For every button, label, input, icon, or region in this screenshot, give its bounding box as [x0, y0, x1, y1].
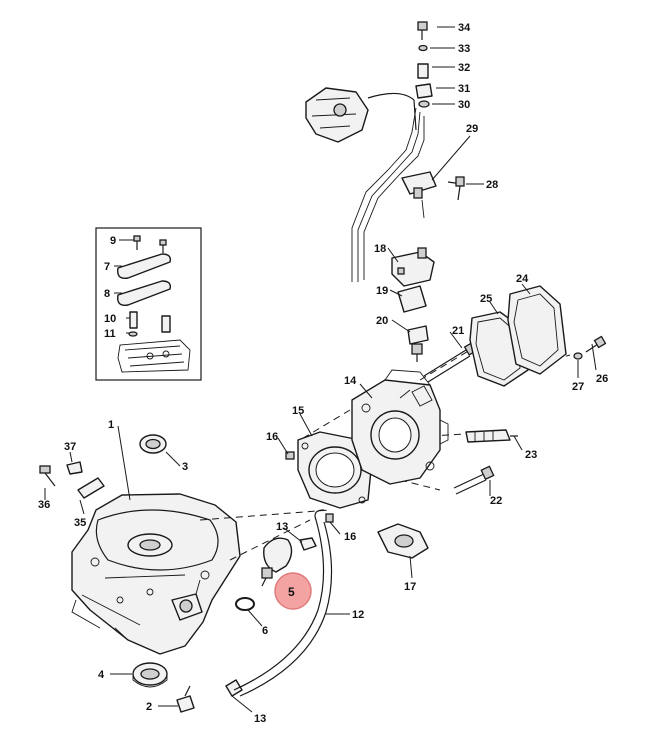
part-23-spark-plug [465, 429, 518, 443]
part-35-bracket [77, 477, 105, 499]
callout-15: 15 [292, 405, 304, 417]
callout-21: 21 [452, 325, 464, 337]
callout-24: 24 [516, 273, 529, 285]
callout-10: 10 [104, 313, 116, 325]
part-4-bearing [132, 662, 168, 688]
callout-16-left: 16 [266, 431, 278, 443]
callout-34: 34 [458, 22, 471, 34]
highlight-circle-part-5 [274, 572, 312, 610]
part-12-fuel-hose [233, 509, 333, 697]
callout-4: 4 [98, 669, 105, 681]
carburetor-assembly [305, 87, 369, 143]
linkage-wires [351, 92, 425, 282]
part-30-washer [418, 100, 430, 108]
leader-lines [44, 26, 597, 713]
inset-detail-box [95, 227, 202, 381]
part-1-crankcase [71, 493, 241, 655]
part-2-fitting [176, 685, 195, 713]
part-33-washer [418, 44, 428, 52]
callout-31: 31 [458, 83, 470, 95]
part-16-dowel-pin-left [285, 451, 295, 460]
part-22-bolt [453, 465, 495, 495]
part-29-throttle-bracket [401, 171, 437, 199]
callout-9: 9 [110, 235, 116, 247]
callout-22: 22 [490, 495, 502, 507]
callout-7: 7 [104, 261, 110, 273]
part-13-hose-clamp-upper [299, 537, 317, 551]
part-16-dowel-pin-right [325, 513, 334, 523]
callout-29: 29 [466, 123, 478, 135]
callout-13-lower: 13 [254, 713, 266, 725]
inset-block-sketch [117, 339, 191, 373]
callout-23: 23 [525, 449, 537, 461]
part-13-hose-clamp-lower [225, 679, 243, 697]
part-6-o-ring [235, 597, 255, 611]
callout-6: 6 [262, 625, 268, 637]
part-28-screw [447, 176, 465, 201]
part-8-gasket [117, 280, 172, 306]
part-36-bolt [39, 465, 56, 487]
part-21-long-bolt [423, 341, 479, 383]
part-34-screw [417, 21, 428, 40]
callout-37: 37 [64, 441, 76, 453]
part-27-washer [573, 352, 583, 360]
part-37-clip [66, 461, 83, 475]
callout-labels: 34 33 32 31 30 29 28 18 19 20 21 25 24 2… [38, 22, 608, 725]
callout-13-upper: 13 [276, 521, 288, 533]
callout-33: 33 [458, 43, 470, 55]
callout-35: 35 [74, 517, 86, 529]
callout-8: 8 [104, 288, 110, 300]
part-19-bracket [397, 285, 427, 313]
callout-28: 28 [486, 179, 498, 191]
callout-36: 36 [38, 499, 50, 511]
callout-30: 30 [458, 99, 470, 111]
callout-1: 1 [108, 419, 114, 431]
part-31-link [415, 83, 433, 99]
part-26-bolt [585, 335, 607, 353]
callout-20: 20 [376, 315, 388, 327]
part-15-gasket [297, 431, 373, 509]
callout-14: 14 [344, 375, 357, 387]
callout-3: 3 [182, 461, 188, 473]
part-20-sensor [407, 325, 429, 362]
callout-5: 5 [288, 585, 295, 599]
part-24-cylinder-head-cover [507, 285, 567, 375]
callout-26: 26 [596, 373, 608, 385]
part-7-cover-plate [117, 253, 172, 279]
part-9-screws [133, 235, 167, 253]
part-17-flange-plate [377, 523, 429, 559]
callout-2: 2 [146, 701, 152, 713]
callout-19: 19 [376, 285, 388, 297]
callout-25: 25 [480, 293, 492, 305]
callout-12: 12 [352, 609, 364, 621]
part-18-valve-block [391, 247, 435, 287]
callout-18: 18 [374, 243, 386, 255]
callout-27: 27 [572, 381, 584, 393]
callout-17: 17 [404, 581, 416, 593]
callout-11: 11 [104, 328, 116, 340]
part-14-cylinder-block [351, 369, 449, 485]
callout-32: 32 [458, 62, 470, 74]
callout-16-right: 16 [344, 531, 356, 543]
part-3-oil-seal [139, 434, 167, 454]
part-5-fuel-pump [261, 537, 293, 587]
part-10-11-pins [128, 311, 171, 337]
part-32-bushing [417, 63, 429, 79]
